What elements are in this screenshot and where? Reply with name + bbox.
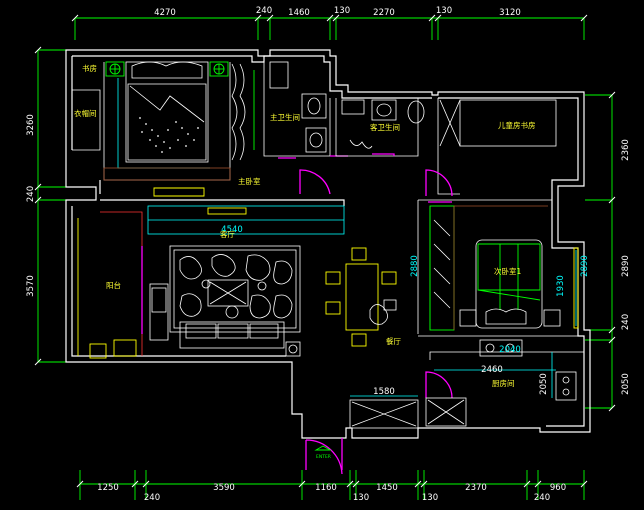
dim-kitchen-top: 2040 xyxy=(499,345,521,355)
dim-bottom-3: 3590 xyxy=(213,483,235,493)
nightstand-right xyxy=(209,61,229,77)
dim-top-1: 4270 xyxy=(154,8,176,18)
dim-bottom-5: 130 xyxy=(353,493,369,503)
tub xyxy=(269,61,289,89)
fridge xyxy=(425,397,467,427)
dim-top-4: 130 xyxy=(334,6,350,16)
dim-top-5: 2270 xyxy=(373,8,395,18)
dim-bed2-inner: 1930 xyxy=(556,275,566,297)
living-room: 4540 客厅 xyxy=(100,205,345,357)
dim-top-3: 1460 xyxy=(288,8,310,18)
dining-area: 餐厅 xyxy=(325,247,401,347)
stove xyxy=(479,339,523,357)
dining-table xyxy=(345,263,379,331)
double-bed xyxy=(125,61,209,163)
room-label-secondary-bedroom: 次卧室1 xyxy=(494,266,521,276)
right-dimension-chain: 2360 2890 240 2050 xyxy=(585,91,631,412)
dim-right-1: 2360 xyxy=(621,139,631,161)
dim-bed2-right: 2890 xyxy=(580,255,590,277)
room-label-cloakroom: 衣帽间 xyxy=(74,108,97,118)
dim-left-3: 3570 xyxy=(26,275,36,297)
dim-bottom-7: 130 xyxy=(422,493,438,503)
room-label-master-bath: 主卫生间 xyxy=(270,112,300,122)
dim-right-3: 240 xyxy=(621,314,631,330)
dim-bottom-8: 2370 xyxy=(465,483,487,493)
room-label-guest-bath: 客卫生间 xyxy=(370,122,400,132)
dim-kitchen-height: 2050 xyxy=(539,373,549,395)
guest-toilet xyxy=(407,100,425,124)
room-label-kids-room: 儿童房书房 xyxy=(498,120,536,130)
balcony-chair-left xyxy=(89,343,107,359)
dining-chair-right-1 xyxy=(381,271,397,285)
armchair xyxy=(149,283,169,341)
left-dimension-chain: 3260 240 3570 xyxy=(26,46,66,366)
master-bedroom: 书房 衣帽间 主卧室 xyxy=(72,61,261,197)
kitchen-sink xyxy=(555,371,577,401)
room-label-study: 书房 xyxy=(82,63,97,73)
room-label-master-bedroom: 主卧室 xyxy=(238,176,261,186)
kids-room: 儿童房书房 xyxy=(425,98,557,197)
master-bath: 主卫生间 xyxy=(263,61,348,195)
balcony-chair-right xyxy=(113,339,137,357)
guest-mirror xyxy=(341,99,365,115)
room-label-dining: 餐厅 xyxy=(386,337,401,346)
bed-secondary xyxy=(475,239,543,329)
dim-bottom-9: 240 xyxy=(534,493,550,503)
toilet-box xyxy=(301,93,327,119)
shoe-cabinet xyxy=(349,399,419,429)
guest-bath: 客卫生间 xyxy=(335,98,425,157)
dim-bottom-1: 1250 xyxy=(97,483,119,493)
dining-chair-bottom xyxy=(351,333,367,347)
nightstand-secondary-right xyxy=(543,309,561,327)
nightstand-secondary-left xyxy=(459,309,477,327)
tv-cabinet xyxy=(153,187,205,197)
entry-hall: 1580 ENTER xyxy=(305,387,419,475)
entry-label: ENTER xyxy=(316,454,331,460)
secondary-bedroom: 次卧室1 2880 2890 1930 xyxy=(410,199,590,334)
dim-left-2: 240 xyxy=(26,186,36,202)
dim-right-2: 2890 xyxy=(621,255,631,277)
dining-chair-left-2 xyxy=(325,301,341,315)
dim-bottom-6: 1450 xyxy=(376,483,398,493)
room-label-balcony: 阳台 xyxy=(106,280,121,290)
top-dimension-chain: 4270 240 1460 130 2270 130 3120 xyxy=(71,6,588,40)
dining-chair-top xyxy=(351,247,367,261)
dim-hall-width: 1580 xyxy=(373,387,395,397)
dim-top-6: 130 xyxy=(436,6,452,16)
nightstand-left xyxy=(105,61,125,77)
bottom-dimension-chain: 1250 240 3590 1160 130 1450 130 2370 240… xyxy=(76,470,588,503)
exterior-walls xyxy=(65,49,591,439)
guest-sink xyxy=(371,99,397,121)
side-table xyxy=(285,341,301,357)
room-label-kitchen: 厨房间 xyxy=(492,378,515,388)
dim-top-2: 240 xyxy=(256,6,272,16)
dim-bottom-2: 240 xyxy=(144,493,160,503)
sofa xyxy=(179,321,285,349)
area-rug xyxy=(169,245,301,333)
dim-bottom-4: 1160 xyxy=(315,483,337,493)
kitchen: 2040 2460 2050 厨房间 xyxy=(418,335,585,427)
dim-kitchen-width: 2460 xyxy=(481,365,503,375)
dim-bottom-10: 960 xyxy=(550,483,566,493)
dim-living-width: 4540 xyxy=(221,225,243,235)
room-label-living-room: 客厅 xyxy=(220,229,235,239)
dim-right-4: 2050 xyxy=(621,373,631,395)
wardrobe xyxy=(429,205,455,331)
dim-left-1: 3260 xyxy=(26,114,36,136)
dim-top-7: 3120 xyxy=(499,8,521,18)
dim-bed2-height: 2880 xyxy=(410,255,420,277)
coffee-table xyxy=(207,279,249,307)
dining-chair-left-1 xyxy=(325,271,341,285)
master-sink xyxy=(305,127,327,153)
kids-desk xyxy=(459,99,557,147)
balcony: 阳台 xyxy=(77,218,137,359)
